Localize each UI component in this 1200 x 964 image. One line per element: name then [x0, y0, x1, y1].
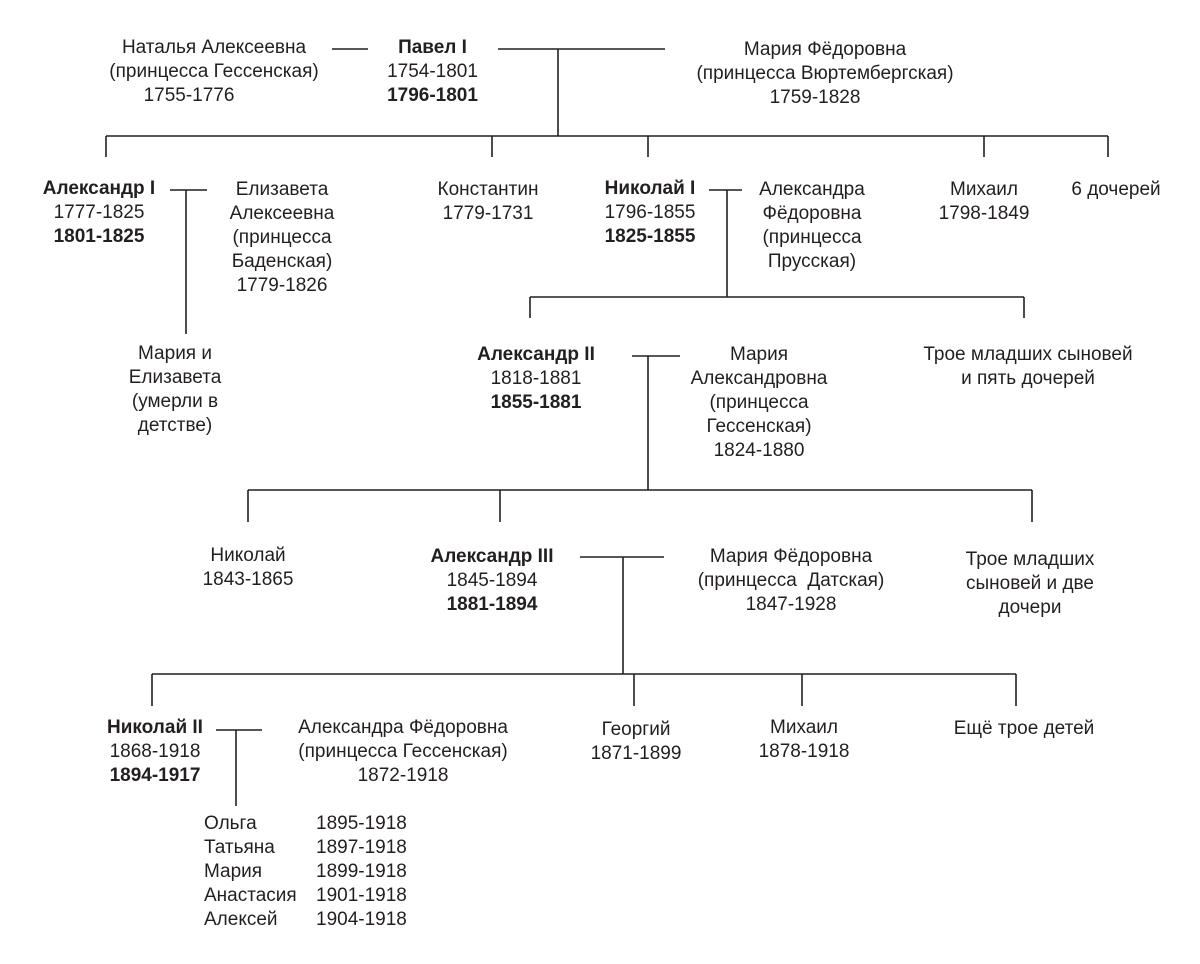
node-alexandra-hess: Александра Фёдоровна (принцесса Гессенск…: [298, 717, 508, 786]
node-alexander-2: Александр II 1818-1881 1855-1881: [477, 344, 595, 413]
node-younger-sons-five-daughters: Трое младших сыновей и пять дочерей: [923, 344, 1133, 389]
node-georgiy: Георгий 1871-1899: [590, 719, 682, 764]
node-alexandra-prus: Александра Фёдоровна (принцесса Прусская…: [759, 179, 865, 272]
node-maria-fedorovna-wurt: Мария Фёдоровна (принцесса Вюртембергска…: [696, 39, 954, 108]
node-mikhail-1878: Михаил 1878-1918: [758, 717, 850, 762]
node-alexander-3: Александр III 1845-1894 1881-1894: [430, 546, 554, 615]
node-maria-alexandrovna: Мария Александровна (принцесса Гессенска…: [690, 344, 828, 461]
node-konstantin: Константин 1779-1731: [437, 179, 539, 224]
node-maria-fedorovna-dan: Мария Фёдоровна (принцесса Датская) 1847…: [697, 546, 885, 615]
node-alexander-1: Александр I 1777-1825 1801-1825: [42, 178, 156, 247]
node-younger-sons-two-daughters: Трое младших сыновей и две дочери: [965, 549, 1095, 618]
node-nikolai-1843: Николай 1843-1865: [202, 545, 294, 590]
node-mikhail-1798: Михаил 1798-1849: [938, 179, 1030, 224]
node-nikolai-2: Николай II 1868-1918 1894-1917: [107, 717, 203, 786]
node-elizaveta: Елизавета Алексеевна (принцесса Баденска…: [229, 179, 335, 296]
node-three-more-children: Ещё трое детей: [953, 718, 1095, 739]
node-nikolai-1: Николай I 1796-1855 1825-1855: [604, 178, 696, 247]
node-maria-elizaveta: Мария и Елизавета (умерли в детстве): [128, 343, 222, 436]
node-natalya: Наталья Алексеевна (принцесса Гессенская…: [109, 37, 319, 106]
node-pavel-1: Павел I 1754-1801 1796-1801: [387, 37, 478, 106]
node-six-daughters: 6 дочерей: [1071, 179, 1161, 200]
